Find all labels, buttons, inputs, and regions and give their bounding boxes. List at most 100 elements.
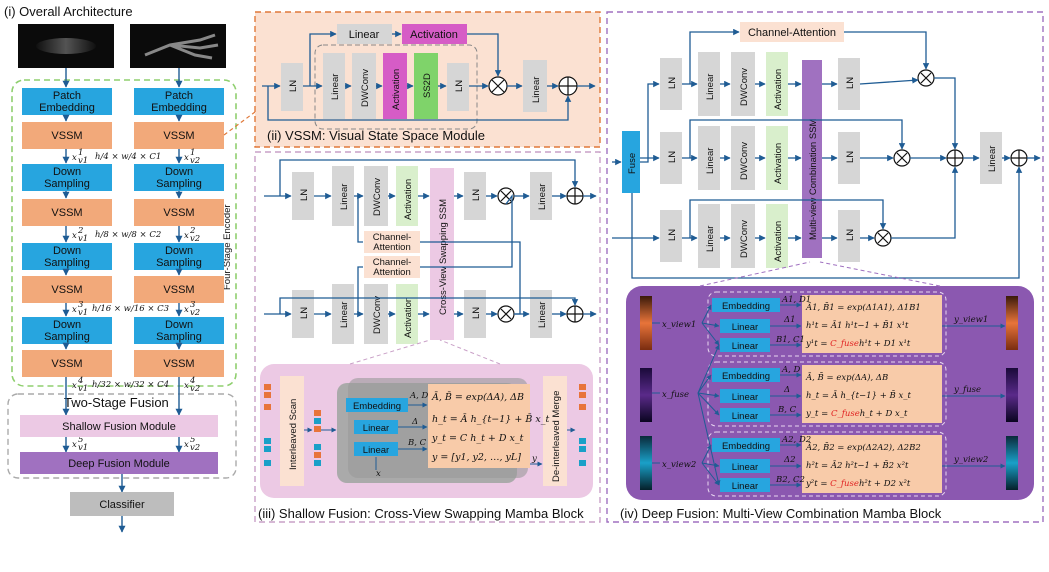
svg-text:Linear: Linear <box>705 226 716 252</box>
classifier-block <box>70 492 174 516</box>
output-yview2: y_view2 <box>953 455 988 465</box>
svg-text:v2: v2 <box>190 384 200 394</box>
svg-text:5: 5 <box>78 435 83 445</box>
svg-text:Linear: Linear <box>705 148 716 174</box>
svg-text:B, C: B, C <box>407 438 427 448</box>
svg-text:Δ: Δ <box>783 385 790 395</box>
svg-text:x: x <box>72 440 77 450</box>
svg-text:Shallow Fusion Module: Shallow Fusion Module <box>62 421 176 433</box>
svg-text:DWConv: DWConv <box>360 69 371 107</box>
deep-rows: LN Linear DWConv Activation LN LN Linear… <box>660 52 1002 268</box>
input-xview2: x_view2 <box>662 460 696 470</box>
svg-text:h_t = Ā h_{t−1} + B̄ x_t: h_t = Ā h_{t−1} + B̄ x_t <box>806 389 912 401</box>
svg-text:Embedding: Embedding <box>722 441 770 452</box>
svg-text:v2: v2 <box>190 234 200 244</box>
svg-text:Ā, B̄ = exp(ΔA), ΔB: Ā, B̄ = exp(ΔA), ΔB <box>805 371 888 383</box>
svg-text:1: 1 <box>190 148 195 158</box>
svg-text:x: x <box>72 153 77 163</box>
svg-text:Activation: Activation <box>403 179 414 220</box>
section-title-deep: (iv) Deep Fusion: Multi-View Combination… <box>620 506 942 521</box>
section-title-overall: (i) Overall Architecture <box>4 4 133 19</box>
svg-text:4: 4 <box>189 376 195 386</box>
svg-text:Down: Down <box>53 245 81 257</box>
output-yview1: y_view1 <box>953 315 988 325</box>
svg-text:Linear: Linear <box>732 322 758 333</box>
svg-text:VSSM: VSSM <box>163 284 194 296</box>
svg-text:LN: LN <box>299 189 310 201</box>
ssm-subblock-view2: Embedding Linear Linear Ā2, B̄2 = exp(Δ2… <box>707 431 947 497</box>
svg-text:Cross-View Swapping SSM: Cross-View Swapping SSM <box>438 199 449 315</box>
svg-text:x: x <box>184 381 189 391</box>
svg-text:Sampling: Sampling <box>44 331 90 343</box>
svg-text:h²t = Ā2 h²t−1 + B̄2 x²t: h²t = Ā2 h²t−1 + B̄2 x²t <box>806 459 909 471</box>
view1-token-strip <box>640 296 652 350</box>
svg-text:v1: v1 <box>78 384 88 394</box>
svg-text:Linear: Linear <box>531 77 542 103</box>
svg-text:y: y <box>531 454 537 464</box>
svg-text:Sampling: Sampling <box>156 178 202 190</box>
svg-text:3: 3 <box>78 300 83 310</box>
svg-text:LN: LN <box>667 77 678 89</box>
svg-text:5: 5 <box>190 435 195 445</box>
svg-text:Activation: Activation <box>773 69 784 110</box>
svg-text:2: 2 <box>189 226 195 236</box>
svg-text:Linear: Linear <box>732 411 758 422</box>
svg-text:Multi-view Combination SSM: Multi-view Combination SSM <box>808 118 819 240</box>
fuse-block <box>622 131 640 193</box>
svg-text:VSSM: VSSM <box>51 207 82 219</box>
input-xview1: x_view1 <box>662 320 696 330</box>
svg-text:Fuse: Fuse <box>627 153 638 174</box>
svg-text:Linear: Linear <box>732 481 758 492</box>
svg-text:Δ1: Δ1 <box>783 315 796 325</box>
vssm-block: VSSM <box>51 130 82 142</box>
view2-token-strip <box>640 436 652 490</box>
svg-text:Linear: Linear <box>732 392 758 403</box>
overall-architecture-panel: (i) Overall Architecture Four-Stage Enco… <box>4 4 256 533</box>
svg-text:Linear: Linear <box>363 423 389 434</box>
svg-text:DWConv: DWConv <box>739 220 750 258</box>
svg-text:Linear: Linear <box>537 302 548 328</box>
svg-text:B1, C1: B1, C1 <box>775 335 805 345</box>
ssm-subblock-view1: Embedding Linear Linear Ā1, B̄1 = exp(Δ1… <box>707 291 947 357</box>
svg-text:Δ: Δ <box>411 417 418 427</box>
svg-text:h/16 × w/16 × C3: h/16 × w/16 × C3 <box>92 304 169 314</box>
svg-text:Embedding: Embedding <box>39 102 95 114</box>
section-title-vssm: (ii) VSSM: Visual State Space Module <box>267 128 485 143</box>
svg-text:A1, D1: A1, D1 <box>781 295 811 305</box>
svg-text:v1: v1 <box>78 443 88 453</box>
svg-text:Sampling: Sampling <box>44 257 90 269</box>
svg-text:Attention: Attention <box>373 242 411 253</box>
svg-text:y²t = C_fuseh²t + D2 x²t: y²t = C_fuseh²t + D2 x²t <box>805 479 911 489</box>
svg-text:Ā, B̄ = exp(ΔA), ΔB: Ā, B̄ = exp(ΔA), ΔB <box>431 391 524 403</box>
svg-text:x: x <box>184 153 189 163</box>
svg-text:y¹t = C_fuseh¹t + D1 x¹t: y¹t = C_fuseh¹t + D1 x¹t <box>805 339 911 349</box>
svg-text:A, D: A, D <box>781 365 801 375</box>
encoder-arrows <box>62 68 183 533</box>
svg-text:y_t = C_fuseh_t + D x_t: y_t = C_fuseh_t + D x_t <box>805 409 908 419</box>
svg-text:Linear: Linear <box>732 462 758 473</box>
svg-text:x: x <box>72 305 77 315</box>
svg-text:Linear: Linear <box>349 29 380 41</box>
svg-text:A2, D2: A2, D2 <box>781 435 811 445</box>
svg-text:Linear: Linear <box>330 74 341 100</box>
svg-text:h/32 × w/32 × C4: h/32 × w/32 × C4 <box>92 380 169 390</box>
svg-text:x: x <box>184 231 189 241</box>
svg-text:Ā2, B̄2 = exp(Δ2A2), Δ2B2: Ā2, B̄2 = exp(Δ2A2), Δ2B2 <box>805 441 921 453</box>
svg-text:Down: Down <box>165 319 193 331</box>
svg-text:B, C: B, C <box>777 405 797 415</box>
svg-text:h/8 × w/8 × C2: h/8 × w/8 × C2 <box>95 230 161 240</box>
svg-text:LN: LN <box>471 307 482 319</box>
svg-text:LN: LN <box>667 151 678 163</box>
svg-text:Linear: Linear <box>363 445 389 456</box>
svg-text:Down: Down <box>53 319 81 331</box>
svg-text:x: x <box>72 381 77 391</box>
svg-text:Patch: Patch <box>165 90 193 102</box>
four-stage-encoder-box <box>11 79 237 387</box>
svg-text:v2: v2 <box>190 156 200 166</box>
svg-text:Classifier: Classifier <box>99 499 145 511</box>
svg-text:LN: LN <box>845 151 856 163</box>
svg-text:v2: v2 <box>190 308 200 318</box>
output-yfuse: y_fuse <box>953 385 981 395</box>
